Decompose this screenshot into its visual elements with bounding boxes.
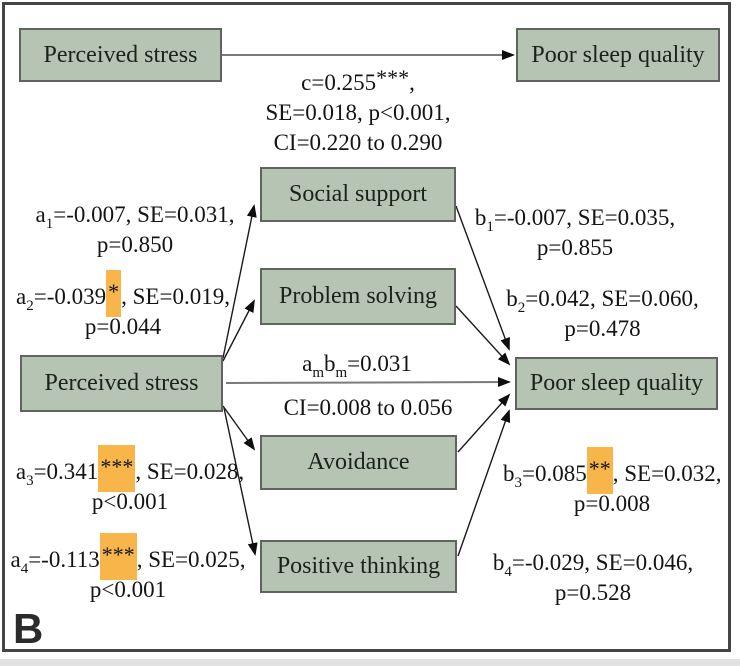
box-label: Positive thinking (276, 553, 441, 579)
box-label: Avoidance (307, 449, 410, 475)
box-label: Social support (289, 181, 427, 207)
total-effect-line3: CI=0.220 to 0.290 (273, 130, 443, 155)
total-effect-line2: SE=0.018, p<0.001, (265, 100, 451, 125)
arrow-b2-problem-solving-to-sleep (455, 305, 511, 366)
label-total-effect: c=0.255***, SE=0.018, p<0.001, CI=0.220 … (238, 65, 478, 158)
box-label: Perceived stress (44, 370, 199, 396)
arrow-b1-social-support-to-sleep (455, 205, 510, 351)
box-positive-thinking: Positive thinking (260, 540, 457, 593)
significance-stars: *** (376, 65, 410, 90)
label-path-a1: a1=-0.007, SE=0.031, p=0.850 (35, 202, 235, 257)
arrow-b4-positive-thinking-to-sleep (457, 409, 511, 557)
highlighted-significance-stars: *** (99, 533, 137, 580)
label-path-a2: a2=-0.039*, SE=0.019, p=0.044 (12, 270, 234, 342)
arrow-a3-stress-to-avoidance (222, 405, 256, 451)
highlighted-significance-stars: ** (586, 447, 613, 494)
bottom-edge-strip (0, 659, 740, 666)
box-perceived-stress: Perceived stress (20, 355, 223, 412)
box-label: Problem solving (278, 283, 437, 309)
label-path-b2: b2=0.042, SE=0.060, p=0.478 (506, 286, 699, 341)
label-path-a4: a4=-0.113***, SE=0.025, p<0.001 (8, 533, 248, 605)
total-effect-line1: c=0.255***, (301, 65, 415, 96)
highlighted-significance-stars: * (106, 270, 122, 317)
arrow-a2-stress-to-problem-solving (222, 299, 255, 362)
box-perceived-stress-top: Perceived stress (19, 28, 222, 82)
box-poor-sleep-quality: Poor sleep quality (515, 357, 718, 410)
label-path-b1: b1=-0.007, SE=0.035, p=0.855 (474, 205, 676, 260)
label-path-b4: b4=-0.029, SE=0.046, p=0.528 (492, 550, 694, 605)
arrow-a4-stress-to-positive-thinking (223, 407, 258, 556)
box-problem-solving: Problem solving (260, 268, 456, 325)
label-path-a3: a3=0.341***, SE=0.028, p<0.001 (14, 445, 246, 517)
arrow-a1-stress-to-social-support (222, 204, 257, 359)
label-indirect-ci: CI=0.008 to 0.056 (283, 395, 453, 420)
box-avoidance: Avoidance (260, 435, 457, 490)
box-social-support: Social support (260, 167, 456, 222)
label-path-b3: b3=0.085**, SE=0.032, p=0.008 (503, 447, 722, 519)
arrow-b3-avoidance-to-sleep (457, 393, 511, 453)
label-indirect-effect: ambm=0.031 (302, 351, 412, 381)
box-label: Poor sleep quality (529, 370, 704, 396)
box-label: Poor sleep quality (531, 41, 705, 68)
box-poor-sleep-quality-top: Poor sleep quality (516, 28, 720, 82)
figure-border-frame (2, 2, 731, 652)
panel-letter: B (13, 605, 44, 652)
highlighted-significance-stars: *** (98, 445, 136, 492)
arrow-direct-effect (225, 377, 511, 388)
box-label: Perceived stress (43, 41, 198, 68)
